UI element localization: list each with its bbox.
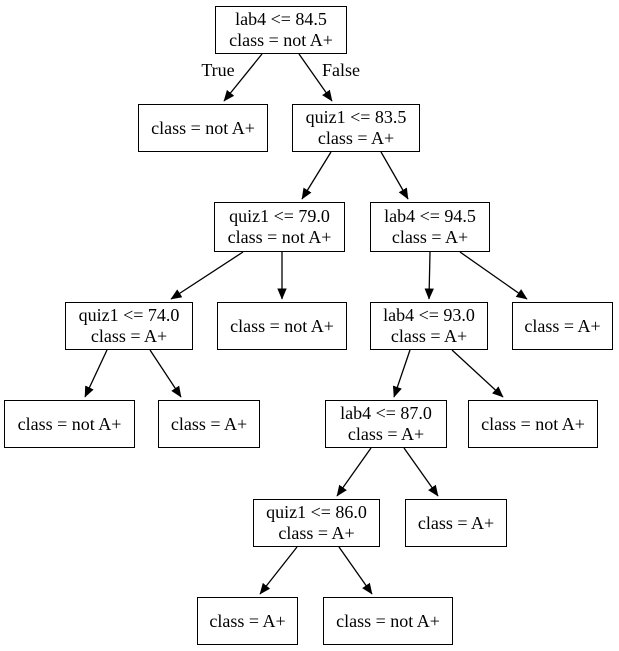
tree-leaf-n7b: class = not A+: [323, 597, 453, 645]
tree-leaf-n5a: class = not A+: [4, 400, 135, 448]
edge-n4a-n5a: [84, 349, 108, 398]
tree-node-n5c: lab4 <= 87.0 class = A+: [325, 400, 447, 448]
node-class: class = A+: [347, 424, 425, 444]
tree-node-n2r: quiz1 <= 83.5 class = A+: [292, 104, 420, 152]
edge-label-false: False: [322, 60, 360, 80]
tree-leaf-n7a: class = A+: [197, 597, 298, 645]
tree-node-n3r: lab4 <= 94.5 class = A+: [370, 202, 490, 252]
node-class: class = not A+: [230, 315, 334, 336]
edge-n6a-n7a: [259, 546, 298, 595]
tree-node-n4a: quiz1 <= 74.0 class = A+: [65, 302, 193, 350]
edge-n4a-n5b: [149, 349, 182, 398]
edge-n5c-n6b: [403, 447, 439, 497]
tree-leaf-n4d: class = A+: [512, 302, 613, 350]
edge-n5c-n6a: [336, 447, 372, 497]
edge-label-true: True: [201, 60, 235, 80]
tree-node-n4c: lab4 <= 93.0 class = A+: [370, 302, 488, 350]
edge-n2r-n3l: [301, 151, 332, 200]
node-condition: quiz1 <= 86.0: [266, 502, 367, 522]
node-class: class = not A+: [229, 30, 333, 50]
edge-n3r-n4c: [424, 251, 434, 300]
tree-leaf-n2l: class = not A+: [138, 104, 268, 152]
node-class: class = not A+: [151, 117, 255, 138]
tree-leaf-n5d: class = not A+: [468, 400, 598, 448]
node-condition: lab4 <= 94.5: [384, 206, 476, 226]
node-condition: quiz1 <= 83.5: [305, 107, 407, 127]
tree-node-n6a: quiz1 <= 86.0 class = A+: [253, 499, 380, 547]
node-class: class = not A+: [481, 413, 585, 434]
node-condition: lab4 <= 84.5: [235, 9, 327, 29]
node-class: class = not A+: [336, 610, 440, 631]
tree-leaf-n4b: class = not A+: [217, 302, 347, 350]
edge-root-false: [298, 53, 333, 102]
node-class: class = A+: [391, 227, 469, 247]
node-class: class = A+: [278, 523, 355, 543]
node-class: class = not A+: [17, 413, 122, 434]
edge-n2r-n3r: [380, 151, 409, 200]
node-class: class = not A+: [227, 227, 332, 247]
node-class: class = A+: [170, 413, 248, 434]
tree-node-n3l: quiz1 <= 79.0 class = not A+: [214, 202, 345, 252]
tree-node-root: lab4 <= 84.5 class = not A+: [215, 6, 347, 54]
edge-root-true: [223, 53, 263, 102]
edge-n6a-n7b: [338, 546, 373, 595]
tree-leaf-n5b: class = A+: [158, 400, 260, 448]
edge-n3r-n4d: [459, 251, 528, 300]
node-class: class = A+: [90, 326, 168, 346]
node-class: class = A+: [390, 326, 468, 346]
node-condition: quiz1 <= 74.0: [78, 305, 180, 325]
node-class: class = A+: [417, 512, 495, 533]
node-condition: lab4 <= 93.0: [383, 305, 475, 325]
node-class: class = A+: [317, 128, 395, 148]
edge-n3l-n4a: [170, 251, 244, 300]
node-condition: lab4 <= 87.0: [340, 403, 432, 423]
node-class: class = A+: [209, 610, 286, 631]
node-condition: quiz1 <= 79.0: [229, 206, 330, 226]
tree-leaf-n6b: class = A+: [405, 499, 507, 547]
edge-n4c-n5c: [392, 349, 411, 398]
edge-n4c-n5d: [451, 349, 504, 398]
node-class: class = A+: [524, 315, 601, 336]
